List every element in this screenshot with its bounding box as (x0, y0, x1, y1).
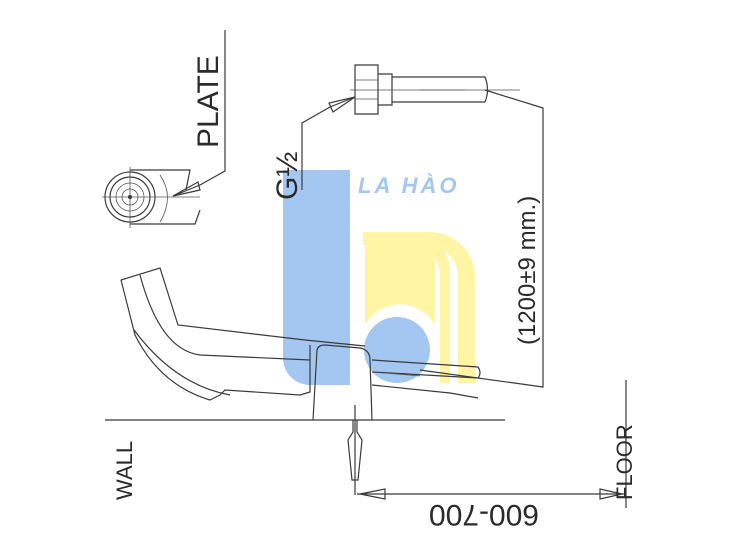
faucet-spout (120, 267, 481, 421)
logo-yellow-arch-outer (363, 232, 475, 383)
logo-yellow-arch (363, 232, 450, 383)
hose-fitting (301, 64, 520, 190)
valve-stem (347, 405, 363, 495)
wall-label: WALL (112, 441, 137, 500)
logo-blue-bar (283, 170, 350, 385)
height-dimension-label: 600-700 (429, 498, 539, 531)
plate-label: PLATE (192, 55, 225, 148)
aerator-detail (102, 30, 226, 228)
hose-dimension-line (419, 89, 544, 388)
thread-size-label: G½ (271, 152, 304, 200)
logo-watermark: LA HÀO (283, 170, 475, 385)
logo-text: LA HÀO (358, 173, 460, 198)
floor-dimension (357, 380, 627, 508)
hose-length-label: (1200±9 mm.) (514, 196, 541, 345)
logo-blue-circle (364, 317, 430, 383)
logo-yellow-body (365, 235, 435, 325)
floor-label: FLOOR (612, 424, 637, 500)
